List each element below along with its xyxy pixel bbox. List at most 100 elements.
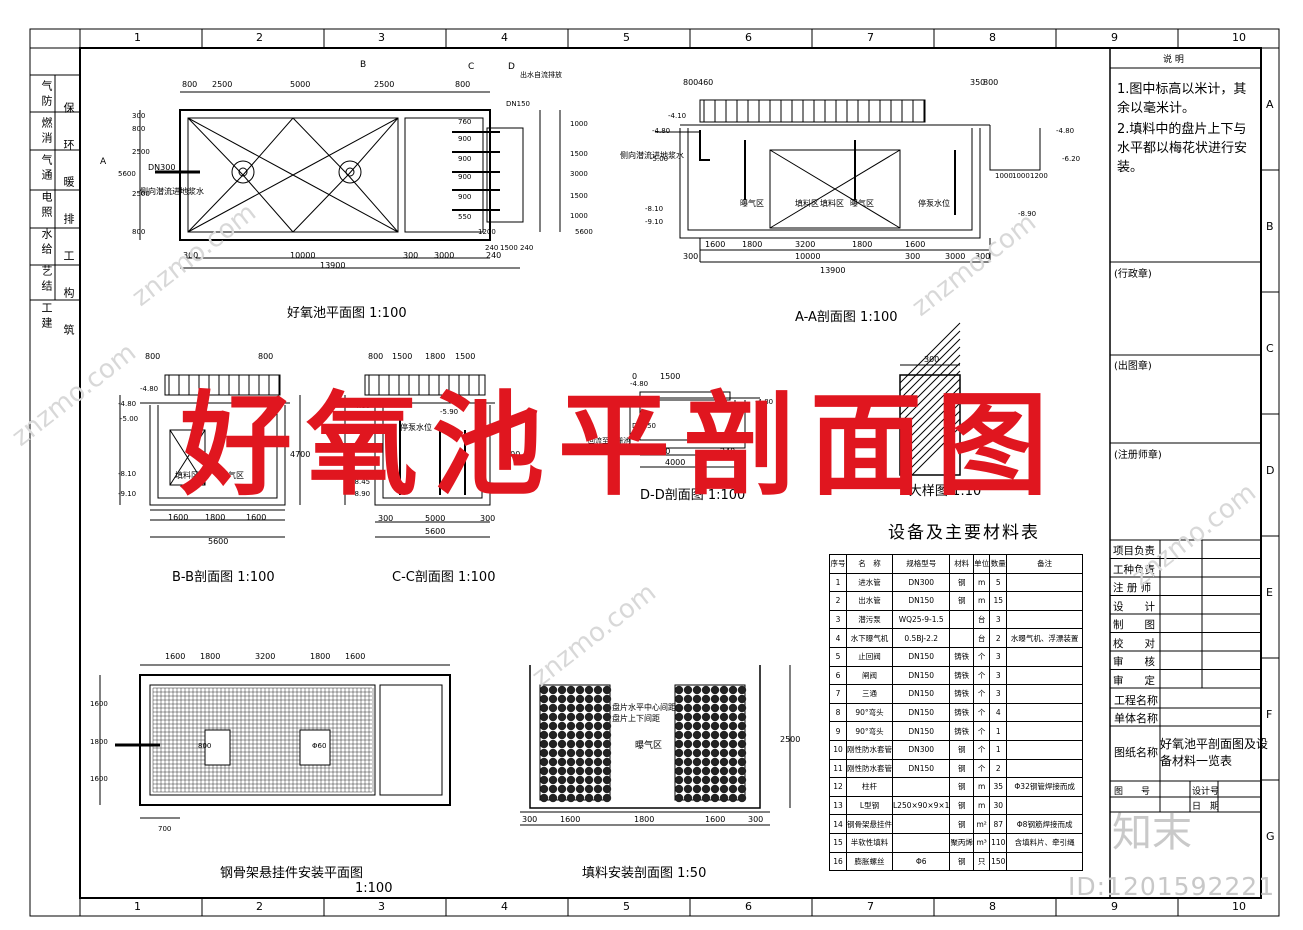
table-cell: 闸阀 <box>846 665 893 686</box>
table-cell: 个 <box>972 702 991 723</box>
table-cell: 潜污泵 <box>846 609 893 630</box>
table-cell: 2 <box>989 758 1008 779</box>
table-cell: 膨胀螺丝 <box>846 851 893 872</box>
dim-label: 1600 <box>905 240 926 249</box>
table-cell: 出水管 <box>846 591 893 611</box>
table-cell: 150 <box>989 851 1008 872</box>
dim-label: 900 <box>458 193 472 201</box>
table-cell: 个 <box>972 646 991 667</box>
table-cell: 台 <box>972 628 991 648</box>
drawing-name-label: 图纸名称 <box>1114 746 1158 759</box>
grid-col-bottom: 8 <box>989 900 996 913</box>
dim-label: 曝气区 <box>220 471 244 480</box>
dim-label: 4700 <box>500 450 521 459</box>
dim-label: 800 <box>132 228 146 236</box>
table-cell: DN150 <box>891 758 951 779</box>
dim-label: 760 <box>458 118 472 126</box>
dim-label: 填料区 <box>175 471 199 480</box>
table-cell <box>1006 684 1083 704</box>
discipline-char: 气 <box>40 80 53 91</box>
dim-label: 460 <box>698 78 714 87</box>
grid-col-top: 4 <box>501 31 508 44</box>
dim-label: 1500 <box>570 192 588 200</box>
table-cell: 止回阀 <box>846 646 893 667</box>
table-cell: 聚丙烯 <box>949 832 974 853</box>
dim-label: 300 <box>683 252 699 261</box>
table-cell: 个 <box>972 721 991 741</box>
dim-label: -8.45 <box>352 478 371 486</box>
table-cell: DN300 <box>891 572 951 593</box>
table-cell: 4 <box>989 702 1008 723</box>
table-cell: 半软性填料 <box>846 832 893 853</box>
table-cell: 90°弯头 <box>846 702 893 723</box>
table-cell: 刚性防水套管 <box>846 758 893 779</box>
table-cell: DN150 <box>891 646 951 667</box>
table-header: 单位 <box>972 554 991 574</box>
dim-label: 1600 <box>560 815 581 824</box>
discipline-char: 给 <box>40 243 53 254</box>
table-cell: 钢 <box>949 795 974 816</box>
dim-label: 1500 <box>660 372 681 381</box>
table-cell: 1 <box>989 721 1008 741</box>
material-table-title: 设备及主要材料表 <box>888 523 1040 543</box>
dim-label: 2500 <box>132 190 150 198</box>
dim-label: 1000 <box>570 212 588 220</box>
dim-label: 1600 <box>246 513 267 522</box>
dim-label: 1200 <box>1030 172 1048 180</box>
table-cell: 9 <box>829 721 847 741</box>
table-cell: DN150 <box>891 721 951 741</box>
grid-col-top: 2 <box>256 31 263 44</box>
dim-label: D <box>508 62 515 72</box>
discipline-char: 建 <box>40 317 53 328</box>
asset-id: ID:1201592221 <box>1068 872 1276 901</box>
dim-label: 300 <box>480 514 496 523</box>
dim-label: 350 <box>970 78 986 87</box>
dim-label: 5600 <box>575 228 593 236</box>
title-block-row: 审 定 <box>1113 674 1155 687</box>
dim-label: 填料区 <box>795 199 819 208</box>
discipline-char: 暖 <box>62 176 75 187</box>
dim-label: -5.00 <box>650 155 669 163</box>
table-cell: 2 <box>989 628 1008 648</box>
grid-col-top: 9 <box>1111 31 1118 44</box>
dim-label: 240 <box>720 447 736 456</box>
dim-label: 1800 <box>634 815 655 824</box>
table-cell: 刚性防水套管 <box>846 739 893 760</box>
table-cell: 钢 <box>949 591 974 611</box>
grid-col-bottom: 4 <box>501 900 508 913</box>
dim-label: 1200 <box>478 228 496 236</box>
table-cell: 15 <box>989 591 1008 611</box>
table-cell <box>1006 646 1083 667</box>
dim-label: 侧向潜流进地浆水 <box>620 151 684 160</box>
grid-row: B <box>1266 220 1274 233</box>
grid-col-bottom: 6 <box>745 900 752 913</box>
table-cell <box>1006 721 1083 741</box>
dim-label: A <box>100 157 107 167</box>
table-cell: 台 <box>972 609 991 630</box>
dim-label: -8.10 <box>118 470 137 478</box>
table-cell: m <box>972 795 991 816</box>
table-cell <box>1006 851 1083 872</box>
table-cell <box>1006 795 1083 816</box>
dim-label: -5.90 <box>440 408 459 416</box>
table-cell: DN150 <box>891 665 951 686</box>
table-cell: 柱杆 <box>846 777 893 797</box>
dim-label: 3000 <box>570 170 588 178</box>
table-cell: 2 <box>829 591 847 611</box>
dim-label: 900 <box>458 135 472 143</box>
table-cell: 3 <box>829 609 847 630</box>
grid-row: F <box>1266 708 1273 721</box>
table-cell: 个 <box>972 684 991 704</box>
dim-label: 停泵水位 <box>400 423 432 432</box>
table-cell: 铸铁 <box>949 721 974 741</box>
notes: 1.图中标高以米计，其余以毫米计。 2.填料中的盘片上下与水平都以梅花状进行安装… <box>1117 80 1257 179</box>
dim-label: 900 <box>458 173 472 181</box>
dim-label: 10000 <box>290 251 316 260</box>
discipline-char: 结 <box>40 280 53 291</box>
